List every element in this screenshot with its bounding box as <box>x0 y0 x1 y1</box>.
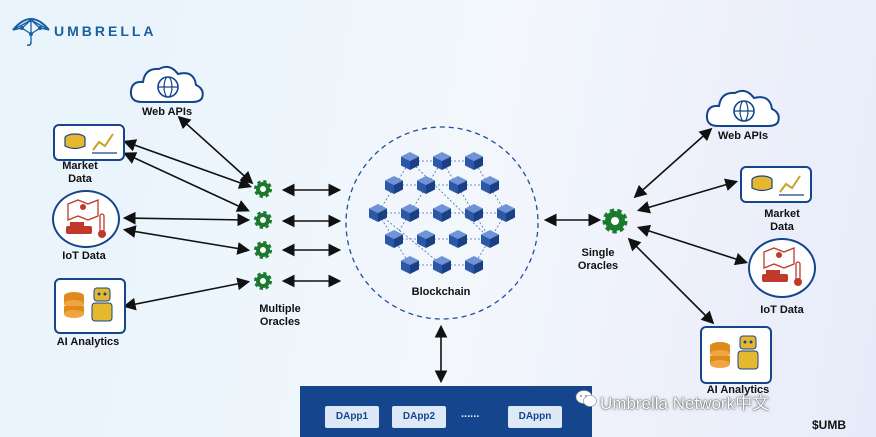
iot-data-icon <box>748 238 816 298</box>
left-market-line1: Market <box>62 160 98 172</box>
gear-icon <box>254 180 272 198</box>
block-cube <box>449 230 467 248</box>
brand-name: UMBRELLA <box>54 23 157 39</box>
blockchain-cubes <box>369 152 515 274</box>
block-cube <box>385 230 403 248</box>
multiple-oracles-line1: Multiple <box>259 303 301 315</box>
multiple-oracles-label: Multiple Oracles <box>250 303 310 329</box>
left-ai-analytics-label: AI Analytics <box>56 336 120 348</box>
block-cube <box>417 176 435 194</box>
block-cube <box>369 204 387 222</box>
iot-data-icon <box>52 190 120 248</box>
market-data-icon <box>740 166 812 203</box>
dapp-2: DApp2 <box>392 406 446 428</box>
block-cube <box>433 204 451 222</box>
blockchain-label: Blockchain <box>411 286 471 298</box>
block-cube <box>433 256 451 274</box>
block-cube <box>449 176 467 194</box>
umbrella-logo-icon <box>12 18 50 46</box>
block-cube <box>433 152 451 170</box>
left-market-line2: Data <box>68 173 92 185</box>
multiple-oracles-line2: Oracles <box>259 316 301 328</box>
right-market-line2: Data <box>770 221 794 233</box>
block-cube <box>385 176 403 194</box>
cloud-icon <box>129 65 204 103</box>
block-cube <box>417 230 435 248</box>
block-cube <box>401 204 419 222</box>
dapp-n: DAppn <box>508 406 562 428</box>
block-cube <box>465 204 483 222</box>
ai-analytics-icon <box>700 326 772 384</box>
single-oracles-label: Single Oracles <box>570 247 626 273</box>
gear-icon <box>254 272 272 290</box>
right-market-data-label: Market Data <box>758 208 806 234</box>
block-cube <box>401 256 419 274</box>
wechat-icon <box>575 390 597 407</box>
block-cube <box>497 204 515 222</box>
left-market-data-label: Market Data <box>56 160 104 186</box>
right-web-apis-label: Web APIs <box>717 130 769 142</box>
right-ai-analytics-label: AI Analytics <box>706 384 770 396</box>
right-iot-data-label: IoT Data <box>760 304 804 316</box>
gear-icon <box>254 211 272 229</box>
single-oracles-line2: Oracles <box>577 260 619 272</box>
left-iot-data-label: IoT Data <box>62 250 106 262</box>
dapp-1: DApp1 <box>325 406 379 428</box>
ticker-label: $UMB <box>812 418 847 432</box>
block-cube <box>401 152 419 170</box>
gear-icon <box>254 241 272 259</box>
block-cube <box>481 230 499 248</box>
single-oracles-line1: Single <box>581 247 615 259</box>
left-web-apis-label: Web APIs <box>141 106 193 118</box>
block-cube <box>465 152 483 170</box>
cloud-icon <box>705 89 780 127</box>
dapps-ellipsis: ...... <box>461 408 480 420</box>
ai-analytics-icon <box>54 278 126 334</box>
block-cube <box>481 176 499 194</box>
watermark-text: Umbrella Network中文 <box>600 394 770 413</box>
single-oracle-gear-icon <box>602 208 628 234</box>
market-data-icon <box>53 124 125 161</box>
block-cube <box>465 256 483 274</box>
right-market-line1: Market <box>764 208 800 220</box>
